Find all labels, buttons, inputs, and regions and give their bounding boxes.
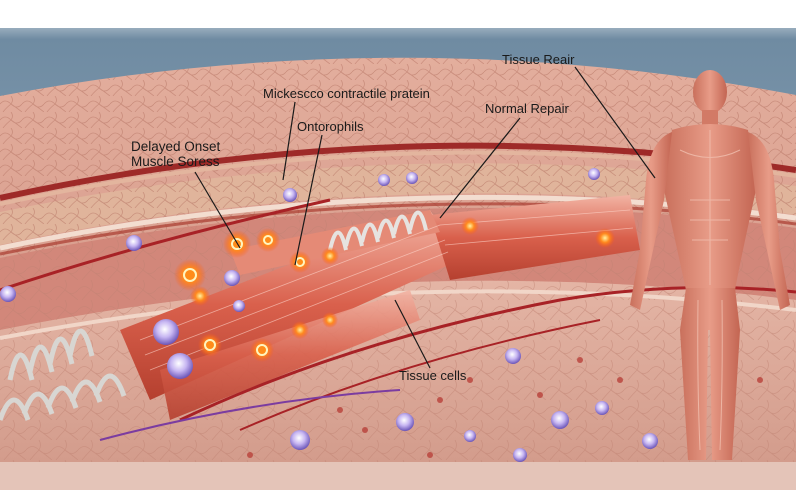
label-delayed-onset-line2: Muscle Soress xyxy=(131,154,220,169)
leader-lines xyxy=(194,66,656,369)
immune-cells xyxy=(0,168,658,462)
label-delayed-onset-muscle-soreness: Delayed Onset Muscle Soress xyxy=(131,139,220,169)
label-normal-repair: Normal Repair xyxy=(485,101,569,116)
label-delayed-onset-line1: Delayed Onset xyxy=(131,139,221,154)
blood-vessels xyxy=(0,198,796,441)
label-tissue-repair: Tissue Reair xyxy=(502,52,575,67)
contractile-coils xyxy=(328,210,428,251)
human-muscle-figure xyxy=(630,70,790,460)
fascia-rings xyxy=(0,328,127,421)
label-contractile-protein: Mickescco contractile pratein xyxy=(263,86,430,101)
label-tissue-cells: Tissue cells xyxy=(399,368,467,383)
label-ontorophils: Ontorophils xyxy=(297,119,364,134)
